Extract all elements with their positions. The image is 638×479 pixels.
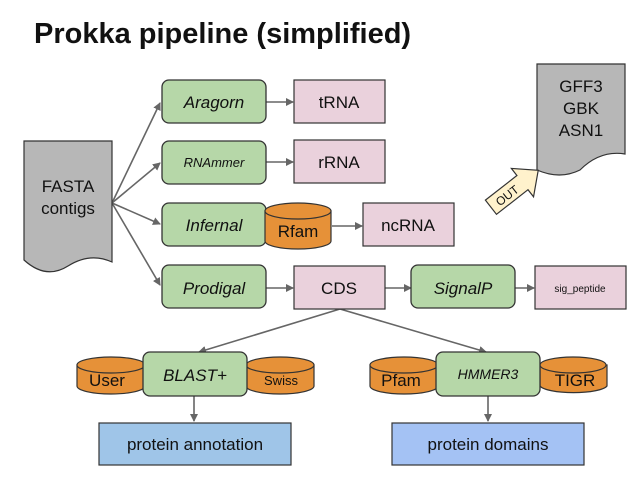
database-user-label: User	[89, 371, 125, 390]
output-sig-peptide-label: sig_peptide	[554, 284, 606, 295]
tool-aragorn-label: Aragorn	[183, 93, 244, 112]
output-file-formats: GFF3 GBK ASN1	[536, 63, 626, 176]
database-rfam-label: Rfam	[278, 222, 319, 241]
edge-fasta-rnammer	[111, 162, 161, 204]
result-protein-annotation-label: protein annotation	[127, 435, 263, 454]
database-tigr: TIGR	[539, 356, 608, 394]
database-user: User	[76, 356, 146, 395]
tool-hmmer-label: HMMER3	[458, 366, 519, 382]
output-sig-peptide: sig_peptide	[534, 265, 627, 310]
tool-signalp: SignalP	[410, 264, 516, 309]
edge-cds-hmmer	[339, 308, 487, 354]
database-swiss-label: Swiss	[264, 373, 298, 388]
database-tigr-label: TIGR	[555, 371, 596, 390]
output-rrna-label: rRNA	[318, 153, 360, 172]
result-protein-domains-label: protein domains	[428, 435, 549, 454]
tool-rnammer-label: RNAmmer	[184, 155, 245, 170]
edge-cds-blast	[198, 308, 341, 354]
database-rfam: Rfam	[264, 202, 332, 250]
tool-blast-label: BLAST+	[163, 366, 227, 385]
tool-hmmer: HMMER3	[435, 351, 541, 397]
database-swiss: Swiss	[245, 356, 315, 395]
tool-infernal-label: Infernal	[186, 216, 244, 235]
output-file-line2: GBK	[563, 99, 600, 118]
output-file-line1: GFF3	[559, 77, 602, 96]
output-trna: tRNA	[293, 79, 386, 124]
edges	[111, 98, 535, 422]
tool-blast: BLAST+	[142, 351, 248, 397]
output-cds: CDS	[293, 265, 386, 310]
result-protein-domains: protein domains	[391, 422, 585, 466]
tool-prodigal: Prodigal	[161, 264, 267, 309]
database-pfam-label: Pfam	[381, 371, 421, 390]
tool-prodigal-label: Prodigal	[183, 279, 247, 298]
input-file-fasta: FASTA contigs	[23, 140, 113, 273]
edge-fasta-infernal	[111, 202, 161, 225]
output-cds-label: CDS	[321, 279, 357, 298]
result-protein-annotation: protein annotation	[98, 422, 292, 466]
output-ncrna-label: ncRNA	[381, 216, 436, 235]
output-file-line3: ASN1	[559, 121, 603, 140]
edge-fasta-aragorn	[111, 102, 161, 204]
output-rrna: rRNA	[293, 139, 386, 184]
tool-signalp-label: SignalP	[434, 279, 493, 298]
input-file-line1: FASTA	[42, 177, 95, 196]
input-file-line2: contigs	[41, 199, 95, 218]
tool-rnammer: RNAmmer	[161, 140, 267, 185]
tool-infernal: Infernal	[161, 202, 267, 247]
database-pfam: Pfam	[369, 356, 439, 395]
output-ncrna: ncRNA	[362, 202, 455, 247]
page-title: Prokka pipeline (simplified)	[34, 18, 412, 50]
tool-aragorn: Aragorn	[161, 79, 267, 124]
edge-fasta-prodigal	[111, 202, 161, 286]
output-trna-label: tRNA	[319, 93, 360, 112]
